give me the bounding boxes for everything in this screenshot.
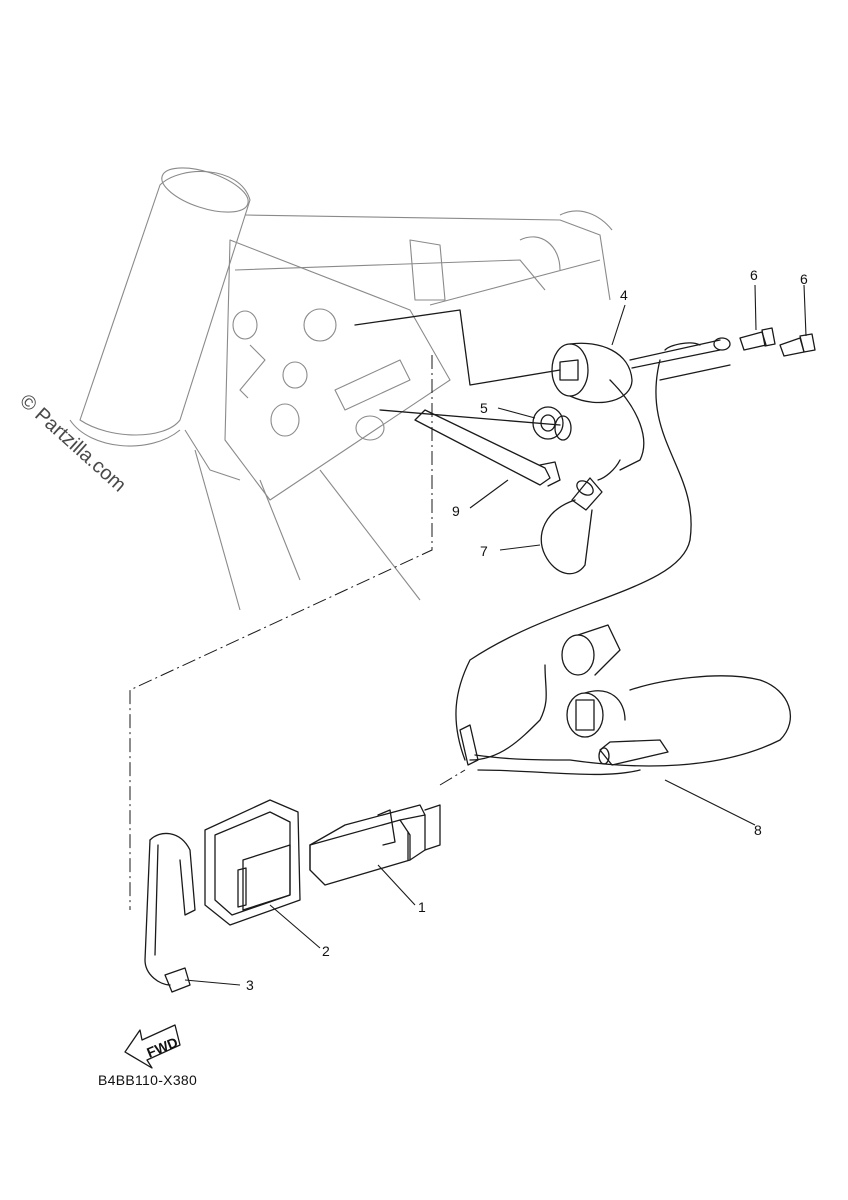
callout-9: 9 (452, 503, 460, 519)
wire-harness (455, 539, 791, 776)
fwd-arrow: FWD (124, 1024, 181, 1069)
damper-cover (204, 799, 301, 926)
cdi-unit (309, 804, 441, 886)
alignment-lines (129, 309, 561, 910)
callout-4: 4 (620, 287, 628, 303)
callout-2: 2 (322, 943, 330, 959)
strap-band (144, 832, 196, 993)
callout-5: 5 (480, 400, 488, 416)
ignition-coil (551, 342, 645, 471)
callout-8: 8 (754, 822, 762, 838)
callout-6b: 6 (800, 271, 808, 287)
bolt-6a (739, 327, 776, 351)
spark-plug-cap (540, 459, 621, 575)
grommet (532, 406, 572, 441)
coil-leads (629, 337, 731, 541)
callout-6a: 6 (750, 267, 758, 283)
bolt-6b (779, 333, 816, 357)
callout-7: 7 (480, 543, 488, 559)
leader-lines (184, 284, 807, 986)
mounting-bracket (414, 409, 561, 487)
diagram-code: B4BB110-X380 (98, 1072, 198, 1088)
frame-outline (69, 167, 613, 611)
fwd-label: FWD (144, 1034, 180, 1061)
callout-1: 1 (418, 899, 426, 915)
callout-3: 3 (246, 977, 254, 993)
